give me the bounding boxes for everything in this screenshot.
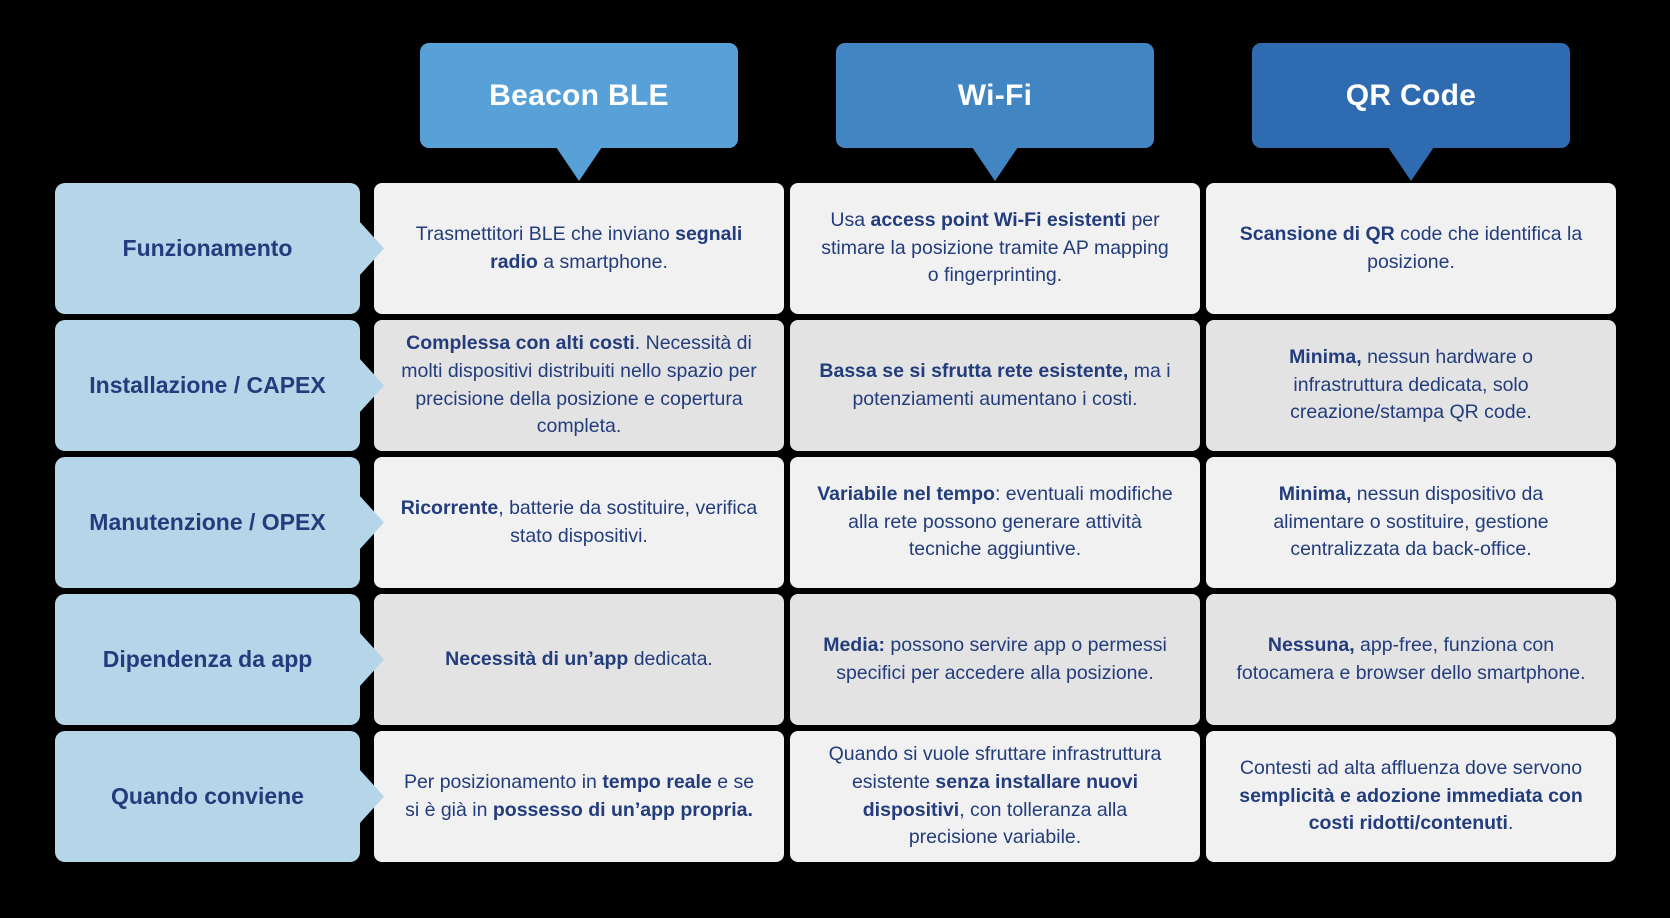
table-cell: Nessuna, app-free, funziona con fotocame… (1206, 594, 1616, 725)
table-cell-text: Scansione di QR code che identifica la p… (1239, 222, 1583, 273)
row-label: Quando conviene (55, 731, 384, 862)
table-cell: Complessa con alti costi. Necessità di m… (374, 320, 784, 451)
table-row: Dipendenza da app Necessità di un’app ded… (55, 594, 1616, 725)
table-cell: Bassa se si sfrutta rete esistente, ma i… (790, 320, 1200, 451)
column-header-label: Wi-Fi (957, 78, 1033, 112)
table-cell-text: Media: possono servire app o permessi sp… (823, 633, 1167, 684)
table-cell: Necessità di un’app dedicata. (374, 594, 784, 725)
table-cell-text: Nessuna, app-free, funziona con fotocame… (1236, 633, 1586, 684)
row-label-text: Installazione / CAPEX (89, 372, 326, 398)
table-cell-text: Bassa se si sfrutta rete esistente, ma i… (819, 359, 1171, 410)
header-col-wifi: Wi-Fi (790, 43, 1200, 181)
column-header-label: QR Code (1345, 78, 1477, 112)
table-cell: Usa access point Wi-Fi esistenti per sti… (790, 183, 1200, 314)
table-cell-text: Contesti ad alta affluenza dove servono … (1239, 756, 1583, 835)
header-col-qr-code: QR Code (1206, 43, 1616, 181)
table-cell: Minima, nessun dispositivo da alimentare… (1206, 457, 1616, 588)
table-cell-text: Necessità di un’app dedicata. (445, 647, 713, 670)
row-label-text: Quando conviene (111, 783, 304, 809)
table-row: Installazione / CAPEX Complessa con alti … (55, 320, 1616, 451)
table-cell: Ricorrente, batterie da sostituire, veri… (374, 457, 784, 588)
table-cell-text: Ricorrente, batterie da sostituire, veri… (400, 496, 758, 547)
row-label-text: Dipendenza da app (102, 646, 313, 672)
column-header-wifi: Wi-Fi (836, 43, 1154, 181)
table-rows: Funzionamento Trasmettitori BLE che invia… (55, 183, 1616, 862)
column-header-label: Beacon BLE (489, 78, 669, 112)
bubble-tail-icon (556, 147, 602, 181)
table-row: Manutenzione / OPEX Ricorrente, batterie … (55, 457, 1616, 588)
table-cell-text: Per posizionamento in tempo reale e se s… (403, 770, 755, 821)
table-cell: Contesti ad alta affluenza dove servono … (1206, 731, 1616, 862)
table-row: Quando conviene Per posizionamento in tem… (55, 731, 1616, 862)
column-header-qr-code: QR Code (1252, 43, 1570, 181)
row-label-text: Manutenzione / OPEX (89, 509, 326, 535)
bubble-tail-icon (972, 147, 1018, 181)
table-cell: Scansione di QR code che identifica la p… (1206, 183, 1616, 314)
table-cell-text: Minima, nessun dispositivo da alimentare… (1273, 482, 1549, 561)
table-cell: Variabile nel tempo: eventuali modifiche… (790, 457, 1200, 588)
table-row: Funzionamento Trasmettitori BLE che invia… (55, 183, 1616, 314)
row-label-text: Funzionamento (122, 235, 293, 261)
table-cell-text: Quando si vuole sfruttare infrastruttura… (828, 743, 1162, 849)
table-cell-text: Complessa con alti costi. Necessità di m… (401, 332, 757, 438)
table-cell: Trasmettitori BLE che inviano segnali ra… (374, 183, 784, 314)
table-cell-text: Variabile nel tempo: eventuali modifiche… (817, 482, 1173, 561)
table-cell: Quando si vuole sfruttare infrastruttura… (790, 731, 1200, 862)
bubble-tail-icon (1388, 147, 1434, 181)
table-cell: Per posizionamento in tempo reale e se s… (374, 731, 784, 862)
row-label: Manutenzione / OPEX (55, 457, 384, 588)
header-row: Beacon BLE Wi-Fi QR Code (55, 43, 1616, 181)
column-header-beacon-ble: Beacon BLE (420, 43, 738, 181)
header-col-beacon-ble: Beacon BLE (374, 43, 784, 181)
table-cell-text: Trasmettitori BLE che inviano segnali ra… (415, 222, 743, 273)
row-label: Funzionamento (55, 183, 384, 314)
table-cell-text: Minima, nessun hardware o infrastruttura… (1289, 345, 1533, 424)
header-spacer (55, 43, 360, 148)
table-cell-text: Usa access point Wi-Fi esistenti per sti… (821, 208, 1169, 287)
table-cell: Minima, nessun hardware o infrastruttura… (1206, 320, 1616, 451)
row-label: Dipendenza da app (55, 594, 384, 725)
row-label: Installazione / CAPEX (55, 320, 384, 451)
table-cell: Media: possono servire app o permessi sp… (790, 594, 1200, 725)
